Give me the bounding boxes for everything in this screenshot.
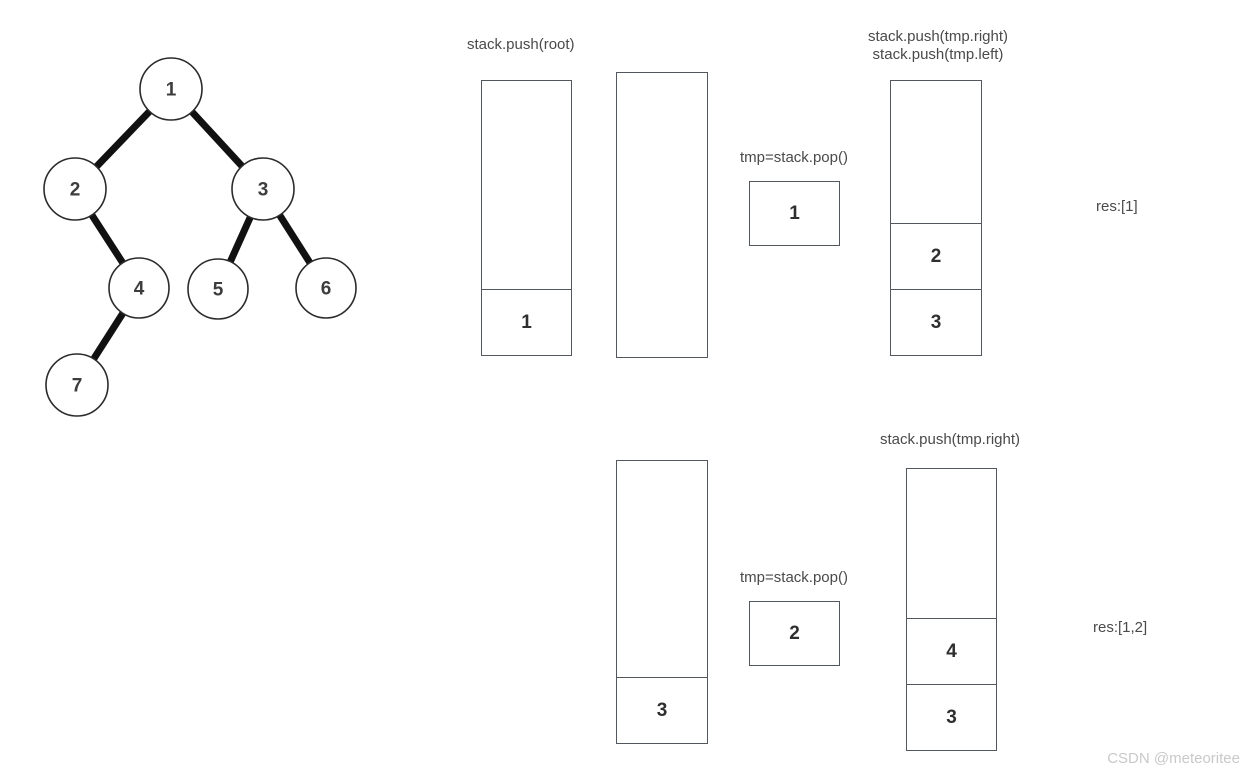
tree-node-label: 7 xyxy=(72,376,83,397)
tree-node-circle xyxy=(139,57,203,121)
stack-cell: 1 xyxy=(482,289,571,355)
caption-tmp-pop-step2: tmp=stack.pop() xyxy=(740,569,848,586)
caption-stack-push-root: stack.push(root) xyxy=(467,36,575,53)
csdn-watermark: CSDN @meteoritee xyxy=(1107,750,1240,767)
tree-node-circle xyxy=(295,257,357,319)
stack-empty-space xyxy=(907,469,996,618)
tree-node-label: 4 xyxy=(134,279,145,300)
tree-node-7[interactable]: 7 xyxy=(45,353,109,417)
tree-node-label: 2 xyxy=(70,180,81,201)
caption-tmp-pop-step1: tmp=stack.pop() xyxy=(740,149,848,166)
stack-cell: 3 xyxy=(891,289,981,355)
binary-tree-figure: 1 2 3 4 5 6 7 xyxy=(43,57,357,417)
stack-step2-before: 3 xyxy=(616,460,708,744)
stack-cell: 2 xyxy=(891,223,981,289)
stack-step1-before: 1 xyxy=(481,80,572,356)
caption-line-push-right: stack.push(tmp.right) xyxy=(879,431,1021,448)
caption-line-push-right: stack.push(tmp.right) xyxy=(867,28,1009,45)
tree-edge-1-2 xyxy=(93,108,153,170)
tmp-box-step2: 2 xyxy=(749,601,840,666)
tree-node-6[interactable]: 6 xyxy=(295,257,357,319)
tree-edge-3-5 xyxy=(226,214,254,264)
tree-edge-1-3 xyxy=(188,108,246,170)
stack-cell: 3 xyxy=(907,684,996,750)
tree-node-label: 6 xyxy=(321,279,332,300)
tree-node-1[interactable]: 1 xyxy=(139,57,203,121)
tree-node-circle xyxy=(43,157,107,221)
tree-node-5[interactable]: 5 xyxy=(187,258,249,320)
tree-node-4[interactable]: 4 xyxy=(108,257,170,319)
caption-stack-push-children-step1: stack.push(tmp.right) stack.push(tmp.lef… xyxy=(868,28,1008,64)
tree-node-label: 3 xyxy=(258,180,269,201)
tree-node-label: 1 xyxy=(166,80,177,101)
stack-empty-space xyxy=(617,73,707,357)
stack-cell: 3 xyxy=(617,677,707,743)
result-label-step1: res:[1] xyxy=(1096,198,1138,215)
stack-empty-space xyxy=(617,461,707,677)
stack-step1-after-pop xyxy=(616,72,708,358)
stack-empty-space xyxy=(891,81,981,223)
tree-node-circle xyxy=(187,258,249,320)
tree-node-circle xyxy=(108,257,170,319)
caption-line-push-left: stack.push(tmp.left) xyxy=(872,46,1004,63)
stack-step2-after: 4 3 xyxy=(906,468,997,751)
stack-empty-space xyxy=(482,81,571,289)
tree-node-3[interactable]: 3 xyxy=(231,157,295,221)
stack-cell: 4 xyxy=(907,618,996,684)
tmp-box-step1: 1 xyxy=(749,181,840,246)
tree-edge-3-6 xyxy=(276,212,314,266)
result-label-step2: res:[1,2] xyxy=(1093,619,1148,636)
tree-edge-4-7 xyxy=(90,310,127,362)
stack-step1-after: 2 3 xyxy=(890,80,982,356)
tree-node-2[interactable]: 2 xyxy=(43,157,107,221)
tree-node-circle xyxy=(45,353,109,417)
tree-node-circle xyxy=(231,157,295,221)
caption-stack-push-children-step2: stack.push(tmp.right) xyxy=(880,431,1020,449)
tree-node-label: 5 xyxy=(213,280,224,301)
tree-edge-2-4 xyxy=(88,212,127,266)
